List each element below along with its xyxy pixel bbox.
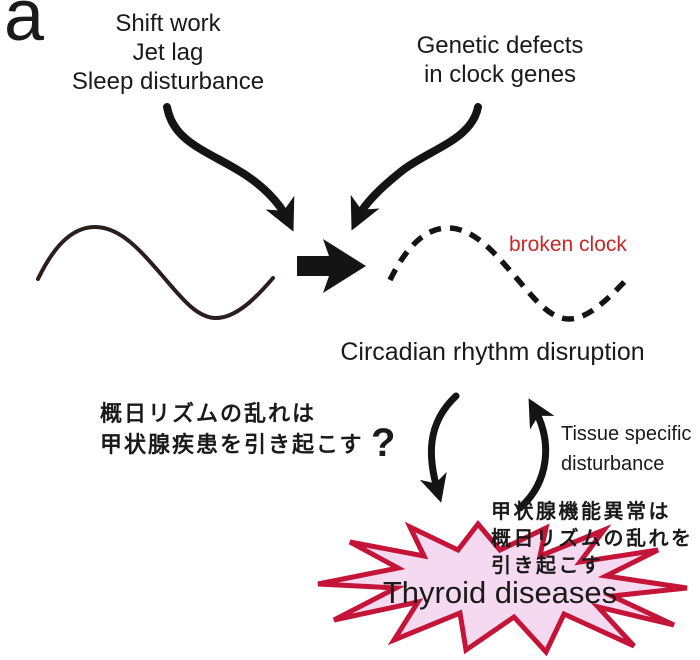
- external-cause-arrow-icon: [163, 103, 295, 232]
- normal-rhythm-wave-icon: [36, 224, 275, 321]
- transform-arrow-icon: [297, 239, 366, 293]
- thyroid-burst-shape: [317, 520, 688, 657]
- genetic-cause-arrow-icon: [350, 103, 482, 231]
- panel-label: a: [4, 0, 45, 56]
- thyroid-diseases-label: Thyroid diseases: [382, 575, 618, 610]
- cycle-arrow-down-icon: [419, 392, 460, 503]
- feedback-japanese-text: 甲状腺機能異常は 概日リズムの乱れを 引き起こす: [491, 501, 694, 577]
- hypothesis-japanese-text: 概日リズムの乱れは 甲状腺疾患を引き起こす: [100, 401, 364, 457]
- broken-clock-label: broken clock: [509, 233, 627, 256]
- cycle-arrow-up-icon: [516, 398, 555, 512]
- disrupted-rhythm-wave-icon: [387, 225, 631, 322]
- question-mark: ?: [371, 421, 396, 465]
- external-causes-text: Shift work Jet lag Sleep disturbance: [71, 10, 265, 95]
- circadian-disruption-label: Circadian rhythm disruption: [340, 338, 645, 366]
- genetic-causes-text: Genetic defects in clock genes: [416, 32, 584, 88]
- tissue-specific-label: Tissue specific disturbance: [561, 423, 692, 475]
